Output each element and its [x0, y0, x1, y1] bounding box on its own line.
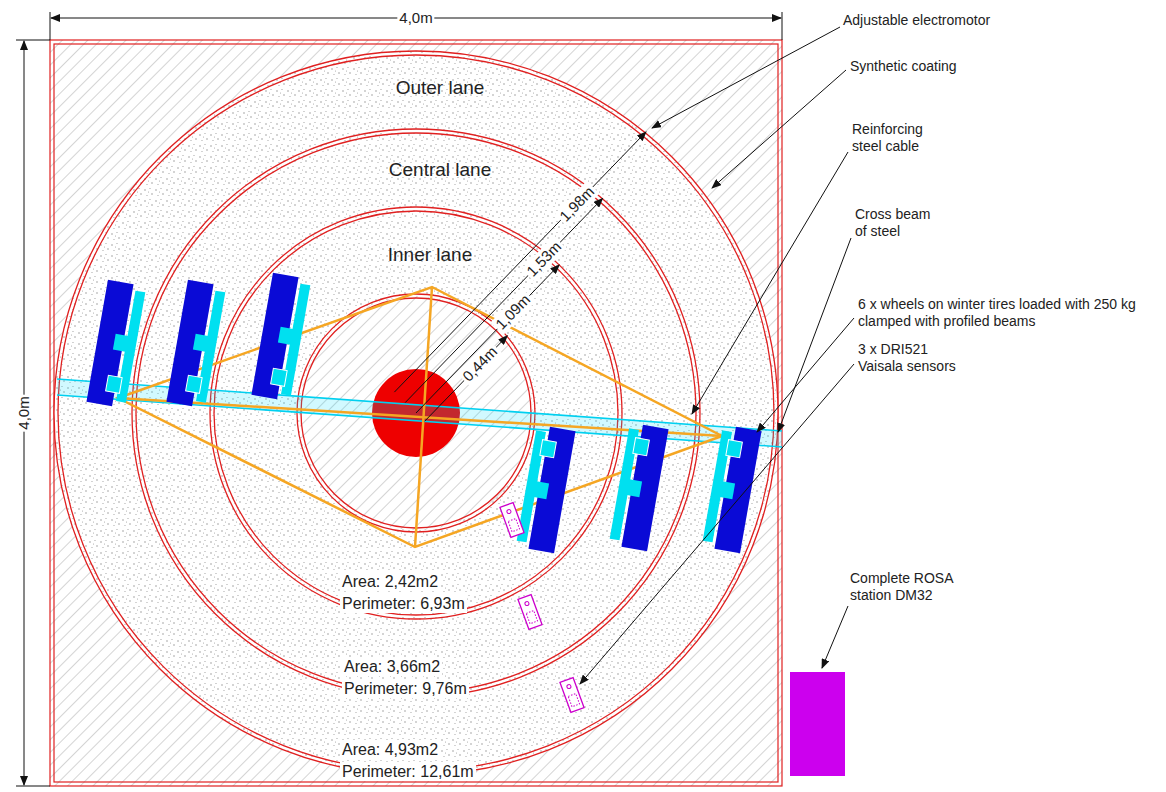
sensor-lens	[524, 601, 529, 606]
radius-dimension-label: 1,09m	[491, 290, 536, 335]
callout-label: Complete ROSA station DM32	[850, 570, 965, 604]
callout-label: Reinforcing steel cable	[852, 121, 937, 155]
lane-label: Central lane	[389, 159, 491, 182]
clamp	[533, 481, 550, 499]
extension-line	[50, 12, 51, 40]
callout-label: Synthetic coating	[850, 58, 957, 75]
wheel	[516, 424, 576, 553]
area-label: Area: 2,42m2	[340, 572, 440, 591]
clamp	[278, 327, 295, 345]
callout-label: 3 x DRI521 Vaisala sensors	[858, 341, 963, 375]
leader-line	[580, 364, 854, 684]
leader-line	[757, 318, 854, 432]
callout-label: Cross beam of steel	[855, 206, 939, 240]
lane-rings	[54, 51, 778, 775]
sensor	[518, 595, 542, 630]
radius-dimension-label: 1,53m	[522, 236, 567, 281]
sensor-body	[518, 595, 542, 630]
clamp	[719, 481, 736, 499]
leader-line	[712, 70, 846, 188]
clamp	[726, 440, 743, 458]
perimeter-label: Perimeter: 12,61m	[340, 762, 476, 781]
sensor-body	[500, 503, 524, 538]
clamp	[540, 440, 557, 458]
radius-dimension-label: 0,44m	[458, 341, 503, 386]
sensor	[500, 503, 524, 538]
lane-label: Outer lane	[396, 77, 485, 100]
sensor-grid	[508, 519, 519, 532]
extension-line	[782, 12, 783, 40]
sensor-lens	[506, 509, 511, 514]
dimension-label: 4,0m	[397, 9, 434, 27]
wheel	[86, 280, 146, 409]
perimeter-label: Perimeter: 9,76m	[342, 679, 469, 698]
clamp	[271, 368, 288, 386]
ring	[54, 51, 778, 775]
extension-line	[16, 786, 50, 787]
wheel	[251, 273, 311, 402]
radius-dimension-line	[425, 336, 508, 422]
area-label: Area: 4,93m2	[340, 740, 440, 759]
sensor-grid	[526, 611, 537, 624]
wheel	[166, 280, 226, 409]
hatched-ground	[50, 40, 782, 786]
leaders	[580, 27, 854, 684]
ring	[136, 133, 696, 693]
lane-surface	[54, 51, 778, 775]
radius-dimension-label: 1,98m	[554, 181, 599, 226]
lane-label: Inner lane	[388, 244, 473, 267]
clamp	[186, 375, 203, 393]
sensor-grid	[568, 694, 579, 707]
callout-label: 6 x wheels on winter tires loaded with 2…	[858, 296, 1158, 330]
ring	[58, 55, 774, 771]
area-label: Area: 3,66m2	[342, 657, 442, 676]
ring	[132, 129, 700, 697]
radius-dimension-line	[405, 198, 602, 402]
sensor-lens	[566, 684, 571, 689]
clamp	[106, 375, 123, 393]
cross-beam	[57, 379, 782, 447]
perimeter-label: Perimeter: 6,93m	[340, 594, 467, 613]
radius-dimension-line	[416, 265, 559, 413]
clamp	[193, 334, 210, 352]
dimension-label: 4,0m	[15, 394, 33, 431]
frame-inner	[54, 44, 778, 782]
rosa-station	[790, 672, 845, 776]
leader-line	[692, 152, 848, 414]
extension-line	[16, 40, 50, 41]
leader-line	[822, 606, 848, 668]
ring	[214, 211, 618, 615]
clamp	[633, 438, 650, 456]
wheel	[702, 424, 762, 553]
callout-label: Adjustable electromotor	[843, 12, 990, 29]
wheel	[609, 422, 669, 551]
clamp	[113, 334, 130, 352]
ring	[210, 207, 622, 619]
clamp	[626, 479, 643, 497]
leader-line	[652, 27, 840, 128]
frame-outer	[50, 40, 782, 786]
